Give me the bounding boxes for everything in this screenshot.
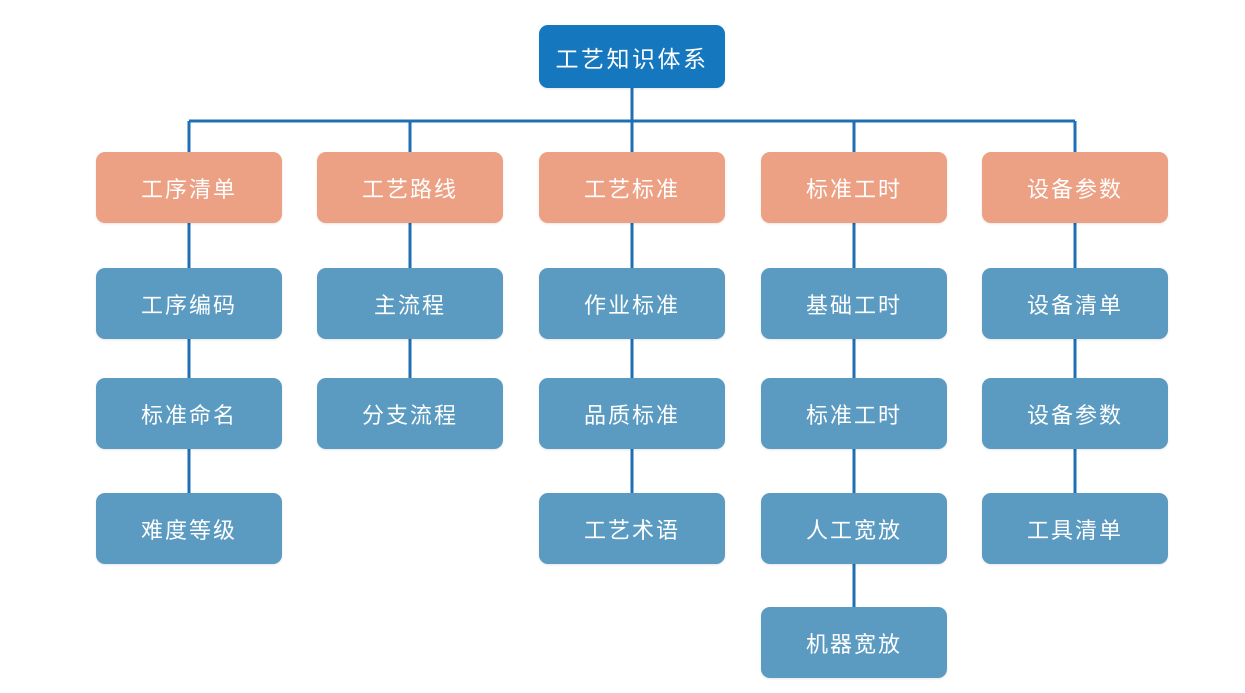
node-col-2-3[interactable]: 分支流程 <box>317 378 503 449</box>
node-label: 机器宽放 <box>805 631 902 657</box>
node-col-3-4[interactable]: 工艺术语 <box>539 493 725 564</box>
node-label: 作业标准 <box>583 292 680 318</box>
node-label: 设备清单 <box>1026 292 1123 318</box>
node-col-5-1[interactable]: 设备参数 <box>982 152 1168 223</box>
node-col-2-1[interactable]: 工艺路线 <box>317 152 503 223</box>
node-col-5-3[interactable]: 设备参数 <box>982 378 1168 449</box>
node-col-1-1[interactable]: 工序清单 <box>96 152 282 223</box>
node-label: 工艺路线 <box>361 176 458 202</box>
node-label: 工序编码 <box>140 292 237 318</box>
node-col-4-5[interactable]: 机器宽放 <box>761 607 947 678</box>
root-node-label: 工艺知识体系 <box>555 45 709 72</box>
node-label: 人工宽放 <box>805 517 902 543</box>
node-col-1-3[interactable]: 标准命名 <box>96 378 282 449</box>
node-col-3-1[interactable]: 工艺标准 <box>539 152 725 223</box>
node-col-1-4[interactable]: 难度等级 <box>96 493 282 564</box>
node-label: 标准工时 <box>805 176 902 202</box>
node-label: 难度等级 <box>140 517 237 543</box>
node-label: 基础工时 <box>805 292 902 318</box>
node-label: 工艺标准 <box>583 176 680 202</box>
node-col-2-2[interactable]: 主流程 <box>317 268 503 339</box>
root-node[interactable]: 工艺知识体系 <box>539 25 725 88</box>
node-label: 设备参数 <box>1026 176 1123 202</box>
node-col-5-4[interactable]: 工具清单 <box>982 493 1168 564</box>
node-label: 品质标准 <box>583 402 680 428</box>
node-label: 工序清单 <box>140 176 237 202</box>
node-col-4-3[interactable]: 标准工时 <box>761 378 947 449</box>
node-col-5-2[interactable]: 设备清单 <box>982 268 1168 339</box>
node-label: 主流程 <box>373 292 446 318</box>
node-col-3-2[interactable]: 作业标准 <box>539 268 725 339</box>
node-label: 标准工时 <box>805 402 902 428</box>
node-label: 标准命名 <box>140 402 237 428</box>
node-label: 设备参数 <box>1026 402 1123 428</box>
node-label: 工艺术语 <box>583 517 680 543</box>
node-col-4-4[interactable]: 人工宽放 <box>761 493 947 564</box>
node-col-4-1[interactable]: 标准工时 <box>761 152 947 223</box>
node-col-4-2[interactable]: 基础工时 <box>761 268 947 339</box>
node-label: 工具清单 <box>1026 517 1123 543</box>
node-label: 分支流程 <box>361 402 458 428</box>
node-col-1-2[interactable]: 工序编码 <box>96 268 282 339</box>
node-col-3-3[interactable]: 品质标准 <box>539 378 725 449</box>
